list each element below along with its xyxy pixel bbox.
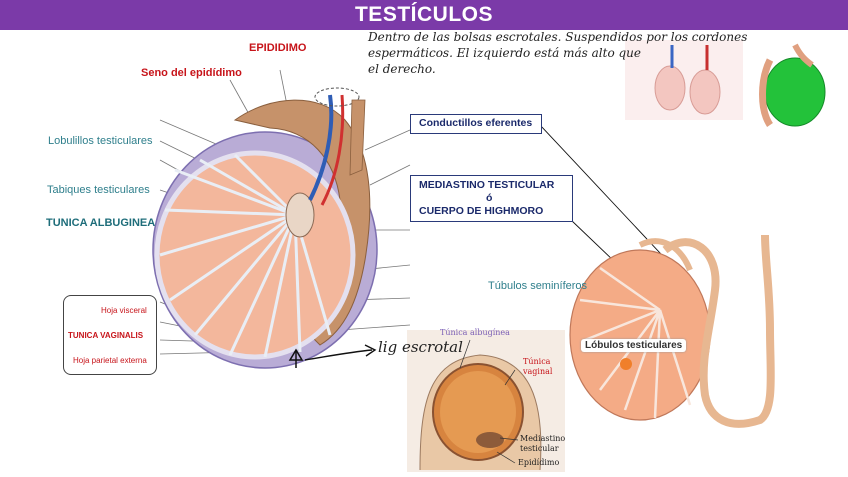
hoja-visceral-label: Hoja visceral — [101, 306, 147, 315]
mediastino-box: MEDIASTINO TESTICULAR ó CUERPO DE HIGHMO… — [410, 175, 573, 222]
tunica-albuginea-label: TUNICA ALBUGINEA — [46, 217, 156, 229]
handwritten-note-line3: el derecho. — [368, 62, 436, 76]
mediastino-label-line3: CUERPO DE HIGHMORO — [419, 205, 544, 217]
conductillos-label: Conductillos eferentes — [419, 117, 533, 129]
conductillos-box: Conductillos eferentes — [410, 114, 542, 134]
hoja-parietal-label: Hoja parietal externa — [73, 356, 147, 365]
lobulos-label: Lóbulos testiculares — [581, 339, 687, 352]
inset-mediastino-label-2: testicular — [520, 444, 559, 453]
inset-albuginea-label: Túnica albugínea — [440, 328, 510, 337]
inset-vaginal-label-1: Túnica — [523, 357, 551, 366]
mediastino-label-line2: ó — [486, 192, 493, 204]
lig-escrotal-note: lig escrotal — [378, 338, 463, 356]
mediastino-label-line1: MEDIASTINO TESTICULAR — [419, 179, 555, 191]
title-bar: TESTÍCULOS — [0, 0, 848, 30]
inset-epididimo-label: Epidídimo — [518, 458, 560, 467]
epididimo-label: EPIDIDIMO — [249, 42, 307, 54]
handwritten-note-line2: espermáticos. El izquierdo está más alto… — [368, 46, 642, 60]
tabiques-label: Tabiques testiculares — [47, 184, 150, 196]
tunica-vaginalis-box — [63, 295, 157, 375]
lobulillos-label: Lobulillos testiculares — [48, 135, 153, 147]
handwritten-note-line1: Dentro de las bolsas escrotales. Suspend… — [368, 30, 748, 44]
page-title: TESTÍCULOS — [354, 3, 493, 26]
inset-mediastino-label-1: Mediastino — [520, 434, 566, 443]
inset-vaginal-label-2: vaginal — [523, 367, 553, 376]
tunica-vaginalis-label: TUNICA VAGINALIS — [68, 331, 144, 340]
tubulos-label: Túbulos seminíferos — [488, 280, 588, 292]
seno-epididimo-label: Seno del epidídimo — [141, 67, 242, 79]
